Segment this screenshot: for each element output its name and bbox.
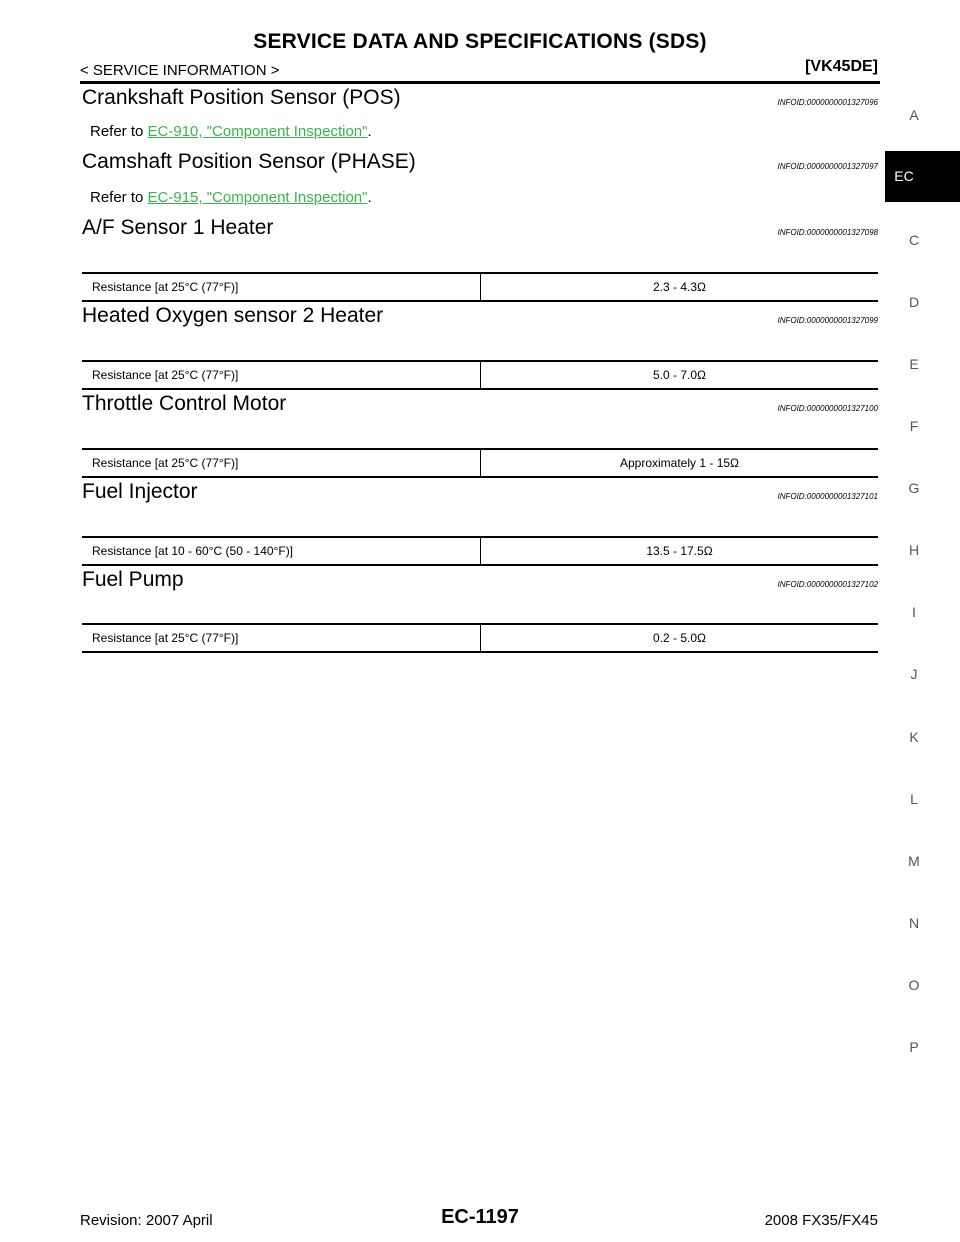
spec-table-af-sensor: Resistance [at 25°C (77°F)] 2.3 - 4.3Ω <box>82 272 878 302</box>
breadcrumb: < SERVICE INFORMATION > <box>80 62 280 79</box>
spec-label: Resistance [at 25°C (77°F)] <box>92 456 239 470</box>
infoid-crankshaft: INFOID:0000000001327096 <box>777 98 878 107</box>
page-number: EC-1197 <box>441 1206 519 1228</box>
reference-link-ec-915[interactable]: EC-915, "Component Inspection" <box>147 189 368 206</box>
section-title-throttle: Throttle Control Motor <box>82 392 287 415</box>
section-title-crankshaft: Crankshaft Position Sensor (POS) <box>82 86 401 109</box>
reference-prefix: Refer to <box>90 123 148 140</box>
infoid-pump: INFOID:0000000001327102 <box>777 580 878 589</box>
infoid-camshaft: INFOID:0000000001327097 <box>777 162 878 171</box>
index-tab-ec-label: EC <box>894 168 914 184</box>
section-title-injector: Fuel Injector <box>82 480 198 503</box>
index-tab-p[interactable]: P <box>909 1039 919 1055</box>
spec-label: Resistance [at 25°C (77°F)] <box>92 631 239 645</box>
index-tab-o[interactable]: O <box>908 977 920 993</box>
infoid-injector: INFOID:0000000001327101 <box>777 492 878 501</box>
spec-value: 2.3 - 4.3Ω <box>653 280 706 294</box>
section-title-pump: Fuel Pump <box>82 568 184 591</box>
index-tab-l[interactable]: L <box>910 791 918 807</box>
reference-suffix: . <box>367 189 372 206</box>
cell-divider <box>480 538 481 564</box>
index-tab-j[interactable]: J <box>910 666 918 682</box>
spec-value: Approximately 1 - 15Ω <box>619 456 740 470</box>
section-title-ho2s2: Heated Oxygen sensor 2 Heater <box>82 304 384 327</box>
footer-model: 2008 FX35/FX45 <box>764 1212 878 1229</box>
footer-revision: Revision: 2007 April <box>80 1212 213 1229</box>
index-tab-g[interactable]: G <box>908 480 920 496</box>
spec-value: 5.0 - 7.0Ω <box>653 368 706 382</box>
cell-divider <box>480 625 481 651</box>
infoid-af-sensor: INFOID:0000000001327098 <box>777 228 878 237</box>
section-index: A EC C D E F G H I J K L M N O P <box>885 0 960 1242</box>
index-tab-c[interactable]: C <box>908 232 920 248</box>
reference-crankshaft: Refer to EC-910, "Component Inspection". <box>90 123 372 140</box>
index-tab-k[interactable]: K <box>909 729 919 745</box>
reference-link-ec-910[interactable]: EC-910, "Component Inspection" <box>147 123 368 140</box>
reference-camshaft: Refer to EC-915, "Component Inspection". <box>90 189 372 206</box>
cell-divider <box>480 362 481 388</box>
index-tab-m[interactable]: M <box>908 853 920 869</box>
infoid-throttle: INFOID:0000000001327100 <box>777 404 878 413</box>
page-title: SERVICE DATA AND SPECIFICATIONS (SDS) <box>253 30 707 53</box>
reference-suffix: . <box>367 123 372 140</box>
spec-label: Resistance [at 10 - 60°C (50 - 140°F)] <box>92 544 294 558</box>
spec-label: Resistance [at 25°C (77°F)] <box>92 280 239 294</box>
cell-divider <box>480 274 481 300</box>
index-tab-h[interactable]: H <box>908 542 920 558</box>
header-rule <box>80 81 880 84</box>
spec-value: 0.2 - 5.0Ω <box>653 631 706 645</box>
index-tab-n[interactable]: N <box>908 915 920 931</box>
index-tab-f[interactable]: F <box>909 418 919 434</box>
infoid-ho2s2: INFOID:0000000001327099 <box>777 316 878 325</box>
model-code: [VK45DE] <box>805 58 878 75</box>
index-tab-ec-active[interactable]: EC <box>885 151 960 202</box>
spec-table-pump: Resistance [at 25°C (77°F)] 0.2 - 5.0Ω <box>82 623 878 653</box>
spec-label: Resistance [at 25°C (77°F)] <box>92 368 239 382</box>
index-tab-d[interactable]: D <box>908 294 920 310</box>
spec-table-injector: Resistance [at 10 - 60°C (50 - 140°F)] 1… <box>82 536 878 566</box>
index-tab-a[interactable]: A <box>909 107 919 123</box>
section-title-af-sensor: A/F Sensor 1 Heater <box>82 216 274 239</box>
reference-prefix: Refer to <box>90 189 148 206</box>
spec-value: 13.5 - 17.5Ω <box>646 544 713 558</box>
section-title-camshaft: Camshaft Position Sensor (PHASE) <box>82 150 416 173</box>
cell-divider <box>480 450 481 476</box>
spec-table-throttle: Resistance [at 25°C (77°F)] Approximatel… <box>82 448 878 478</box>
index-tab-e[interactable]: E <box>909 356 919 372</box>
spec-table-ho2s2: Resistance [at 25°C (77°F)] 5.0 - 7.0Ω <box>82 360 878 390</box>
index-tab-i[interactable]: I <box>912 604 916 620</box>
